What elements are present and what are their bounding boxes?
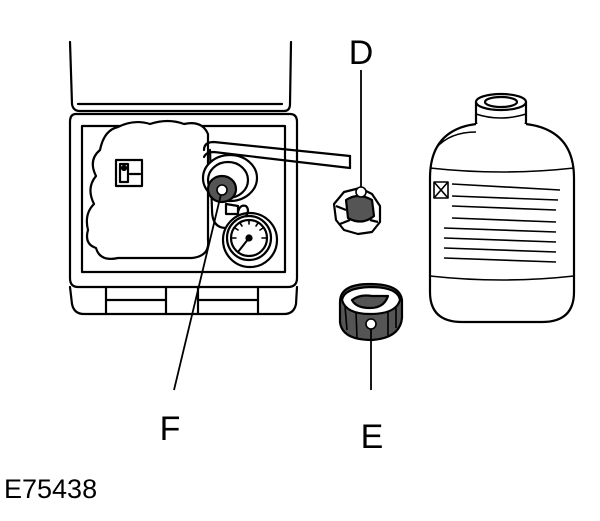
callout-e: E xyxy=(361,418,384,456)
compressor-valve-connector xyxy=(201,153,259,204)
callout-f: F xyxy=(160,410,181,448)
case-lid xyxy=(68,40,293,113)
case-body-inner xyxy=(80,124,287,274)
callout-d: D xyxy=(349,34,374,72)
leader-f xyxy=(173,189,223,391)
compressor-unit xyxy=(85,119,210,260)
compressor-case-icon xyxy=(68,40,352,316)
sealant-bottle-cap-icon xyxy=(338,282,404,342)
pressure-gauge-icon xyxy=(221,202,279,269)
sealant-bottle-icon xyxy=(428,92,576,324)
case-bottom xyxy=(68,285,299,316)
figure-id: E75438 xyxy=(4,474,98,504)
valve-cap-icon xyxy=(332,186,382,236)
leader-lines xyxy=(173,70,372,391)
leader-dots xyxy=(216,184,377,330)
